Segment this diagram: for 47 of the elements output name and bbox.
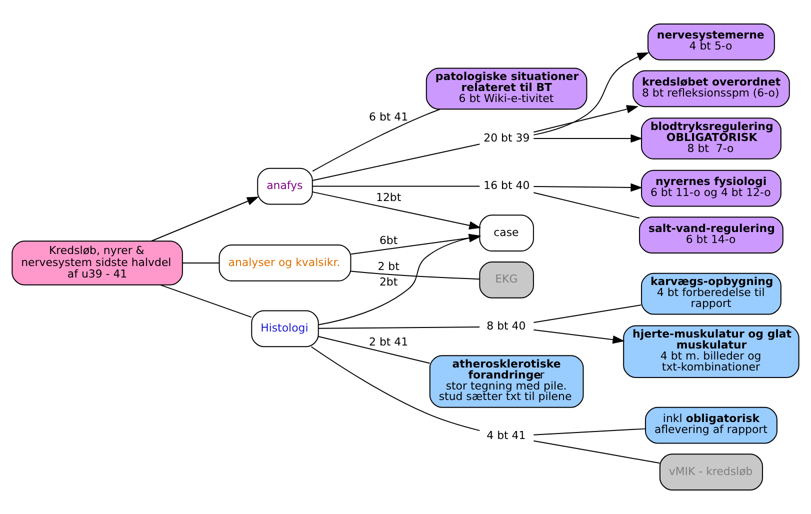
node-box: nervesystemerne 4 bt 5-o [647,23,775,60]
edge-label: 12bt [376,191,402,204]
node-text: 20 bt 39 [484,131,530,144]
node-box: atherosklerotiske forandringer stor tegning med pile. stud sætter txt til pilene [429,355,584,408]
node-box: Kredsløb, nyrer & nervesystem sidste halvdel af u39 - 41 [12,240,183,286]
connector [312,186,480,187]
connector [310,346,480,432]
node-box: vMIK - kredsløb [659,454,763,491]
connector [318,326,480,329]
node-box: inkl obligatorisk aflevering af rapport [644,406,778,444]
node-box: nyrernes fysiologi 6 bt 11-o og 4 bt 12-o [641,170,782,207]
connector [182,262,220,264]
connector [533,440,660,464]
connector [533,304,642,323]
node-box: hjerte-muskulatur og glat muskulatur 4 bt m. billeder og txt-kombinationer [623,325,800,378]
arrow [151,196,259,242]
node-box: patologiske situationer relateret til BT 6 bt Wiki-e-tivitet [426,68,588,110]
connector [160,284,252,318]
node-box: analyser og kvalsikr. [218,244,352,282]
node-text: 4 bt 41 [486,429,526,442]
connector [312,108,441,172]
node-box: karvægs-opbygning 4 bt forberedelse til rapport [641,272,782,315]
arrow [533,105,639,133]
node-text: 8 bt 40 [486,319,526,332]
connector [312,144,480,182]
arrow [533,134,643,143]
node-box: case [479,214,534,252]
node-box: kredsløbet overordnet 8 bt refleksionsspm (6-o) [632,70,790,108]
arrow [533,329,625,344]
edge-label: 6bt [379,234,398,247]
node-box: Histologi [251,310,319,348]
node-box: blodtryksregulering OBLIGATORISK 8 bt 7-o [641,118,782,160]
edge-label: 2bt [379,276,398,289]
connector [533,192,640,219]
edge-label: 6 bt 41 [369,110,408,124]
node-text: 16 bt 40 [484,179,530,192]
node-box: salt-vand-regulering 6 bt 14-o [639,216,784,254]
connector [350,270,480,280]
edge-label: 2 bt [378,260,400,273]
arrow [533,52,650,136]
edge-label: 2 bt 41 [369,335,408,348]
connector [533,428,646,436]
connector [318,336,430,364]
arrow [533,183,643,192]
arrow [312,191,482,230]
node-box: anafys [257,168,313,205]
node-box: EKG [479,261,534,298]
